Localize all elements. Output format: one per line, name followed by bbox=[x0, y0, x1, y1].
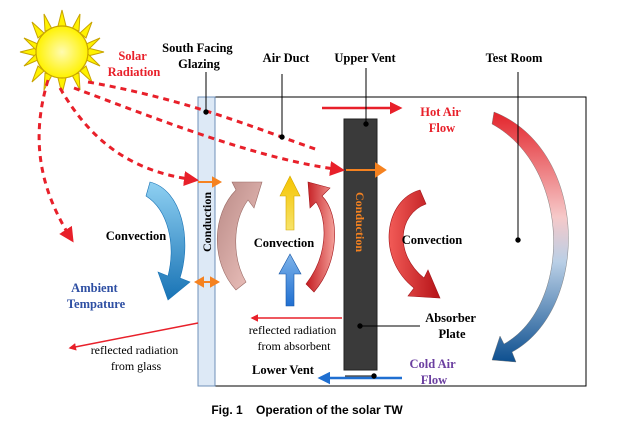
conduction-glazing-label: Conduction bbox=[200, 192, 214, 252]
figure-caption: Fig. 1 Operation of the solar TW bbox=[211, 403, 403, 417]
cold-air-flow-label: Cold Air Flow bbox=[409, 357, 458, 387]
solar-radiation-rays bbox=[37, 79, 345, 243]
cool-air-rising-arrow bbox=[278, 253, 302, 307]
ray-to-glazing bbox=[58, 87, 199, 186]
conduction-absorber-label: Conduction bbox=[353, 192, 367, 252]
leader-lines bbox=[203, 68, 521, 379]
convection-outside-arrow bbox=[145, 181, 191, 301]
absorber-plate-label: Absorber Plate bbox=[425, 311, 479, 341]
ray-to-absorber bbox=[73, 86, 345, 176]
air-duct-label: Air Duct bbox=[263, 51, 310, 65]
convection-left-label: Convection bbox=[106, 229, 166, 243]
solar-radiation-label: Solar Radiation bbox=[108, 49, 161, 79]
convection-room-arrow bbox=[388, 189, 441, 299]
convection-mid-label: Convection bbox=[254, 236, 314, 250]
hot-air-rising-arrow bbox=[279, 175, 301, 231]
reflected-absorbent-label: reflected radiation from absorbent bbox=[249, 323, 340, 353]
hot-air-flow-label: Hot Air Flow bbox=[420, 105, 464, 135]
conduction-arrows bbox=[193, 162, 387, 288]
ambient-temperature-label: Ambient Tempature bbox=[67, 281, 126, 311]
test-room-circulation-arrow bbox=[491, 111, 569, 363]
convection-duct-arrow bbox=[305, 181, 335, 293]
upper-vent-label: Upper Vent bbox=[334, 51, 396, 65]
reflected-glass-label: reflected radiation from glass bbox=[91, 343, 182, 373]
south-facing-glazing-label: South Facing Glazing bbox=[162, 41, 236, 71]
ray-to-duct bbox=[87, 80, 319, 152]
ray-to-ground bbox=[37, 79, 74, 243]
convection-right-label: Convection bbox=[402, 233, 462, 247]
reflected-glass-arrow bbox=[68, 322, 199, 351]
lower-vent-label: Lower Vent bbox=[252, 363, 315, 377]
test-room-label: Test Room bbox=[486, 51, 543, 65]
convection-glazing-arrow bbox=[217, 181, 263, 291]
